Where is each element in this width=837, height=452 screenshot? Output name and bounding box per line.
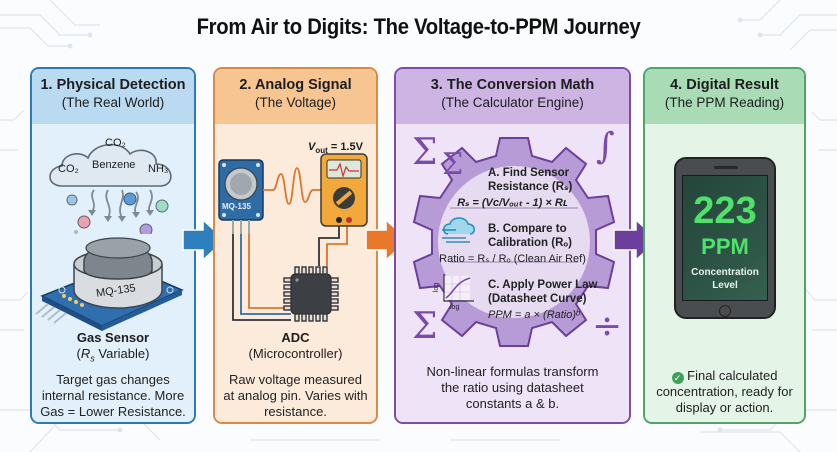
stage-heading: 4. Digital Result — [670, 77, 779, 93]
stage-description: Raw voltage measured at analog pin. Vari… — [223, 372, 368, 419]
step-a-find-resistance: A. Find Sensor Resistance (Rₛ) Rₛ = (Vᴄ/… — [457, 167, 573, 209]
stage-header: 4. Digital Result (The PPM Reading) — [645, 69, 804, 124]
ppm-value: 223 — [693, 190, 757, 232]
vout-reading: Vout = 1.5V — [308, 141, 363, 156]
adc-subtitle: (Microcontroller) — [248, 346, 343, 361]
gas-sensor-subtitle: (Rs Variable) — [76, 346, 150, 364]
phone-device: 223 PPM Concentration Level — [674, 157, 776, 319]
gas-sensor-icon — [35, 237, 184, 331]
gas-label-benzene: Benzene — [92, 159, 136, 171]
adc-title: ADC — [281, 330, 310, 345]
gas-cloud-illustration — [49, 143, 172, 234]
gas-label-co2: CO₂ — [58, 163, 79, 175]
reading-label: Concentration Level — [691, 267, 759, 291]
stage-header: 3. The Conversion Math (The Calculator E… — [396, 69, 629, 124]
stage-physical-detection: 1. Physical Detection (The Real World) C… — [30, 67, 196, 424]
divide-icon: ÷ — [592, 306, 623, 347]
circuit-illustration — [218, 153, 368, 322]
stage-description: ✓ Final calculated concentration, ready … — [656, 368, 793, 415]
gear-icon: Σ — [412, 137, 616, 347]
stage-conversion-math: 3. The Conversion Math (The Calculator E… — [394, 67, 631, 424]
graph-axis-x: log — [450, 304, 460, 311]
stage-heading: 1. Physical Detection — [40, 77, 186, 93]
phone-screen: 223 PPM Concentration Level — [682, 175, 768, 301]
stage-heading: 2. Analog Signal — [239, 77, 352, 93]
stage-subheading: (The Real World) — [61, 95, 165, 110]
step-b-compare-calibration: B. Compare to Calibration (Rₒ) Ratio = R… — [439, 223, 586, 265]
stage-subheading: (The PPM Reading) — [664, 95, 785, 110]
page-title: From Air to Digits: The Voltage-to-PPM J… — [196, 14, 641, 39]
sigma-icon: Σ — [412, 132, 438, 173]
phone-home-button — [719, 305, 731, 317]
stage-description: Non-linear formulas transform the ratio … — [426, 364, 599, 411]
stage-subheading: (The Calculator Engine) — [441, 95, 584, 110]
sigma-icon: Σ — [412, 306, 438, 347]
integral-icon: ∫ — [596, 126, 615, 167]
stage-header: 2. Analog Signal (The Voltage) — [215, 69, 376, 124]
step-c-power-law: C. Apply Power Law (Datasheet Curve) PPM… — [488, 279, 598, 321]
check-circle-icon: ✓ — [671, 372, 684, 384]
stage-description: Target gas changes internal resistance. … — [40, 372, 186, 419]
gas-sensor-title: Gas Sensor — [76, 330, 150, 345]
stage-digital-result: 4. Digital Result (The PPM Reading) 223 … — [643, 67, 806, 424]
stage-analog-signal: 2. Analog Signal (The Voltage) Vout = 1.… — [213, 67, 378, 424]
svg-text:Σ: Σ — [442, 147, 463, 182]
module-model-label: MQ-135 — [222, 202, 251, 211]
phone-speaker — [714, 166, 738, 169]
stage-subheading: (The Voltage) — [254, 95, 337, 110]
stage-header: 1. Physical Detection (The Real World) — [32, 69, 194, 124]
stage-heading: 3. The Conversion Math — [430, 77, 595, 93]
gas-label-co2-top: CO₂ — [105, 137, 126, 149]
ppm-unit: PPM — [701, 234, 749, 259]
gas-label-nh3: NH₃ — [148, 163, 169, 175]
